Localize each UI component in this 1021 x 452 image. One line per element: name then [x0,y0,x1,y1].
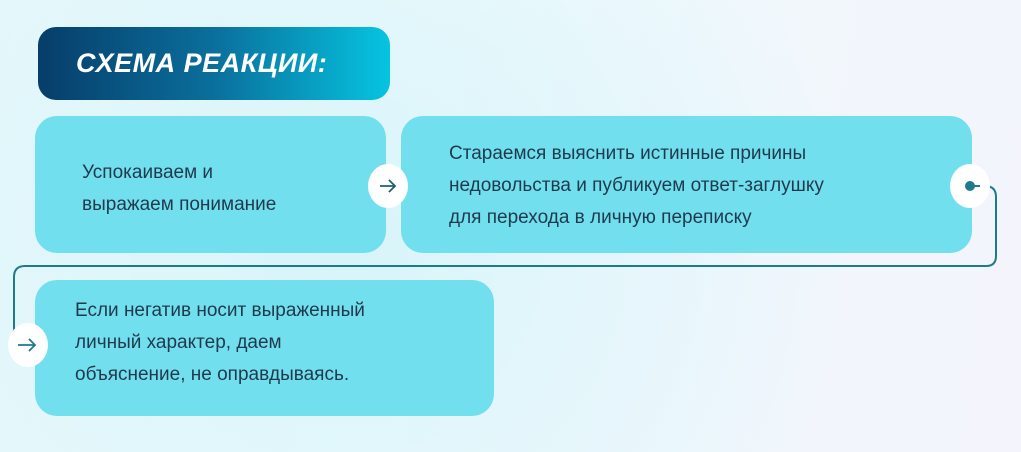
step-1-text: Успокаиваем и выражаем понимание [82,162,277,215]
connector-start-dot-icon [950,164,990,208]
step-2-box: Стараемся выяснить истинные причины недо… [401,116,972,253]
arrow-right-icon [368,164,408,208]
connector-end-arrow-icon [8,323,48,367]
diagram-title: СХЕМА РЕАКЦИИ: [38,27,390,100]
step-3-text: Если негатив носит выраженный личный хар… [75,300,365,385]
step-1-box: Успокаиваем и выражаем понимание [35,116,386,253]
step-3-box: Если негатив носит выраженный личный хар… [35,280,494,416]
step-2-text: Стараемся выяснить истинные причины недо… [449,143,824,228]
